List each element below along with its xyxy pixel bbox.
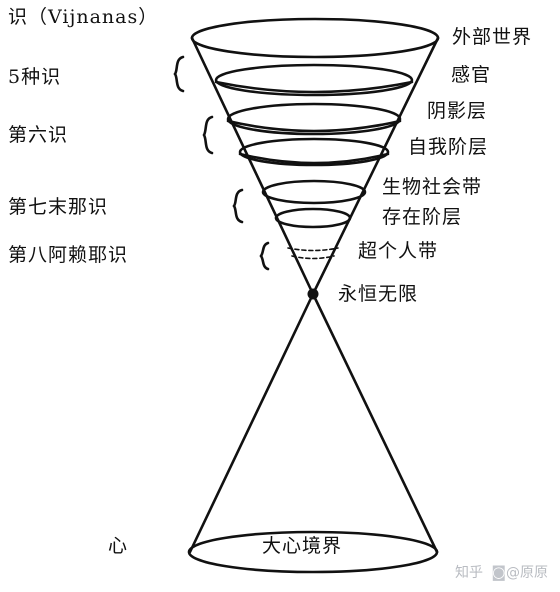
watermark-brand: 知乎 [454, 565, 483, 581]
label-sixth-consciousness: 第六识 [8, 124, 69, 146]
apex-point [307, 288, 319, 300]
label-five-consciousnesses: 5种识 [8, 66, 62, 88]
lower-cone-left-edge [188, 292, 315, 554]
label-eternal-infinite: 永恒无限 [338, 283, 419, 305]
watermark: 知乎 ◙@原原 [455, 562, 548, 582]
great-mind-ellipse [187, 530, 439, 574]
watermark-author: @原原 [506, 565, 548, 581]
senses-layer [214, 63, 414, 97]
shadow-layer [226, 102, 402, 136]
label-transpersonal-band: 超个人带 [358, 240, 439, 262]
ego-layer [238, 137, 390, 167]
upper-cone-right-edge [311, 36, 440, 296]
brace-seventh-consciousness [232, 188, 244, 224]
outer-world-ellipse [190, 17, 440, 59]
upper-cone-left-edge [190, 36, 315, 296]
label-ego-layer: 自我阶层 [408, 136, 489, 158]
label-shadow-layer: 阴影层 [427, 100, 488, 122]
brace-sixth-consciousness [202, 115, 214, 155]
label-senses: 感官 [451, 64, 492, 86]
brace-five-consciousnesses [173, 55, 185, 93]
label-consciousness: 识（Vijnanas） [8, 6, 159, 28]
bio-social-layer [261, 179, 367, 205]
brace-eighth-consciousness [259, 241, 270, 271]
camera-icon: ◙ [491, 563, 506, 581]
label-existence-layer: 存在阶层 [382, 206, 463, 228]
label-bio-social-band: 生物社会带 [382, 176, 483, 198]
label-seventh-consciousness: 第七末那识 [8, 196, 109, 218]
label-heart: 心 [108, 535, 129, 557]
existence-layer [274, 207, 352, 229]
lower-cone-right-edge [311, 292, 439, 554]
transpersonal-layer [287, 247, 339, 260]
label-eighth-consciousness: 第八阿赖耶识 [8, 244, 129, 266]
label-outer-world: 外部世界 [452, 26, 533, 48]
label-great-mind-realm: 大心境界 [262, 535, 343, 557]
